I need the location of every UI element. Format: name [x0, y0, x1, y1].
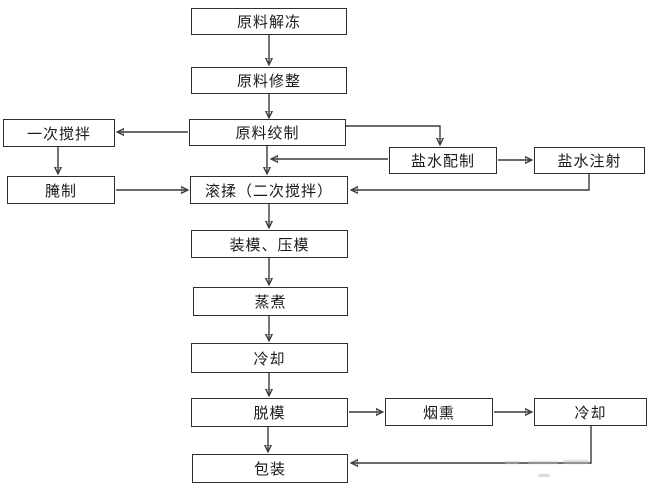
- node-first-mix: 一次搅拌: [3, 119, 115, 147]
- node-smoke-label: 烟熏: [422, 403, 455, 422]
- node-cook: 蒸煮: [193, 287, 348, 316]
- watermark-smudge: [528, 461, 558, 464]
- node-demold-label: 脱模: [253, 404, 286, 422]
- node-grind: 原料绞制: [189, 119, 346, 146]
- connector-grind-brineprep: [346, 125, 440, 144]
- node-smoke: 烟熏: [385, 398, 493, 426]
- node-cure-label: 腌制: [44, 181, 77, 200]
- node-cure: 腌制: [7, 176, 115, 204]
- node-cool1-label: 冷却: [253, 349, 286, 368]
- node-cool2-label: 冷却: [574, 403, 607, 422]
- watermark-smudge: [505, 461, 519, 464]
- connector-inject-tumble: [352, 174, 590, 190]
- node-tumble: 滚揉（二次搅拌）: [190, 176, 348, 204]
- node-pack-label: 包装: [253, 460, 286, 478]
- node-thaw: 原料解冻: [191, 8, 347, 35]
- node-first-mix-label: 一次搅拌: [26, 124, 91, 143]
- node-brine-inject: 盐水注射: [534, 147, 645, 174]
- node-pack: 包装: [192, 454, 348, 483]
- node-trim: 原料修整: [191, 67, 347, 94]
- node-brine-inject-label: 盐水注射: [557, 152, 622, 170]
- node-brine-prep: 盐水配制: [389, 147, 497, 174]
- watermark-smudge: [538, 474, 550, 477]
- node-mold-press-label: 装模、压模: [229, 235, 310, 254]
- node-demold: 脱模: [191, 398, 348, 427]
- node-cool2: 冷却: [534, 398, 647, 426]
- node-grind-label: 原料绞制: [235, 124, 300, 142]
- node-trim-label: 原料修整: [236, 72, 301, 90]
- watermark-smudge: [563, 460, 589, 464]
- node-mold-press: 装模、压模: [191, 230, 348, 258]
- node-thaw-label: 原料解冻: [236, 13, 301, 31]
- node-tumble-label: 滚揉（二次搅拌）: [204, 181, 333, 200]
- node-cool1: 冷却: [191, 343, 348, 373]
- node-brine-prep-label: 盐水配制: [410, 152, 475, 170]
- connector-cool2-pack: [352, 426, 592, 463]
- node-cook-label: 蒸煮: [254, 293, 287, 311]
